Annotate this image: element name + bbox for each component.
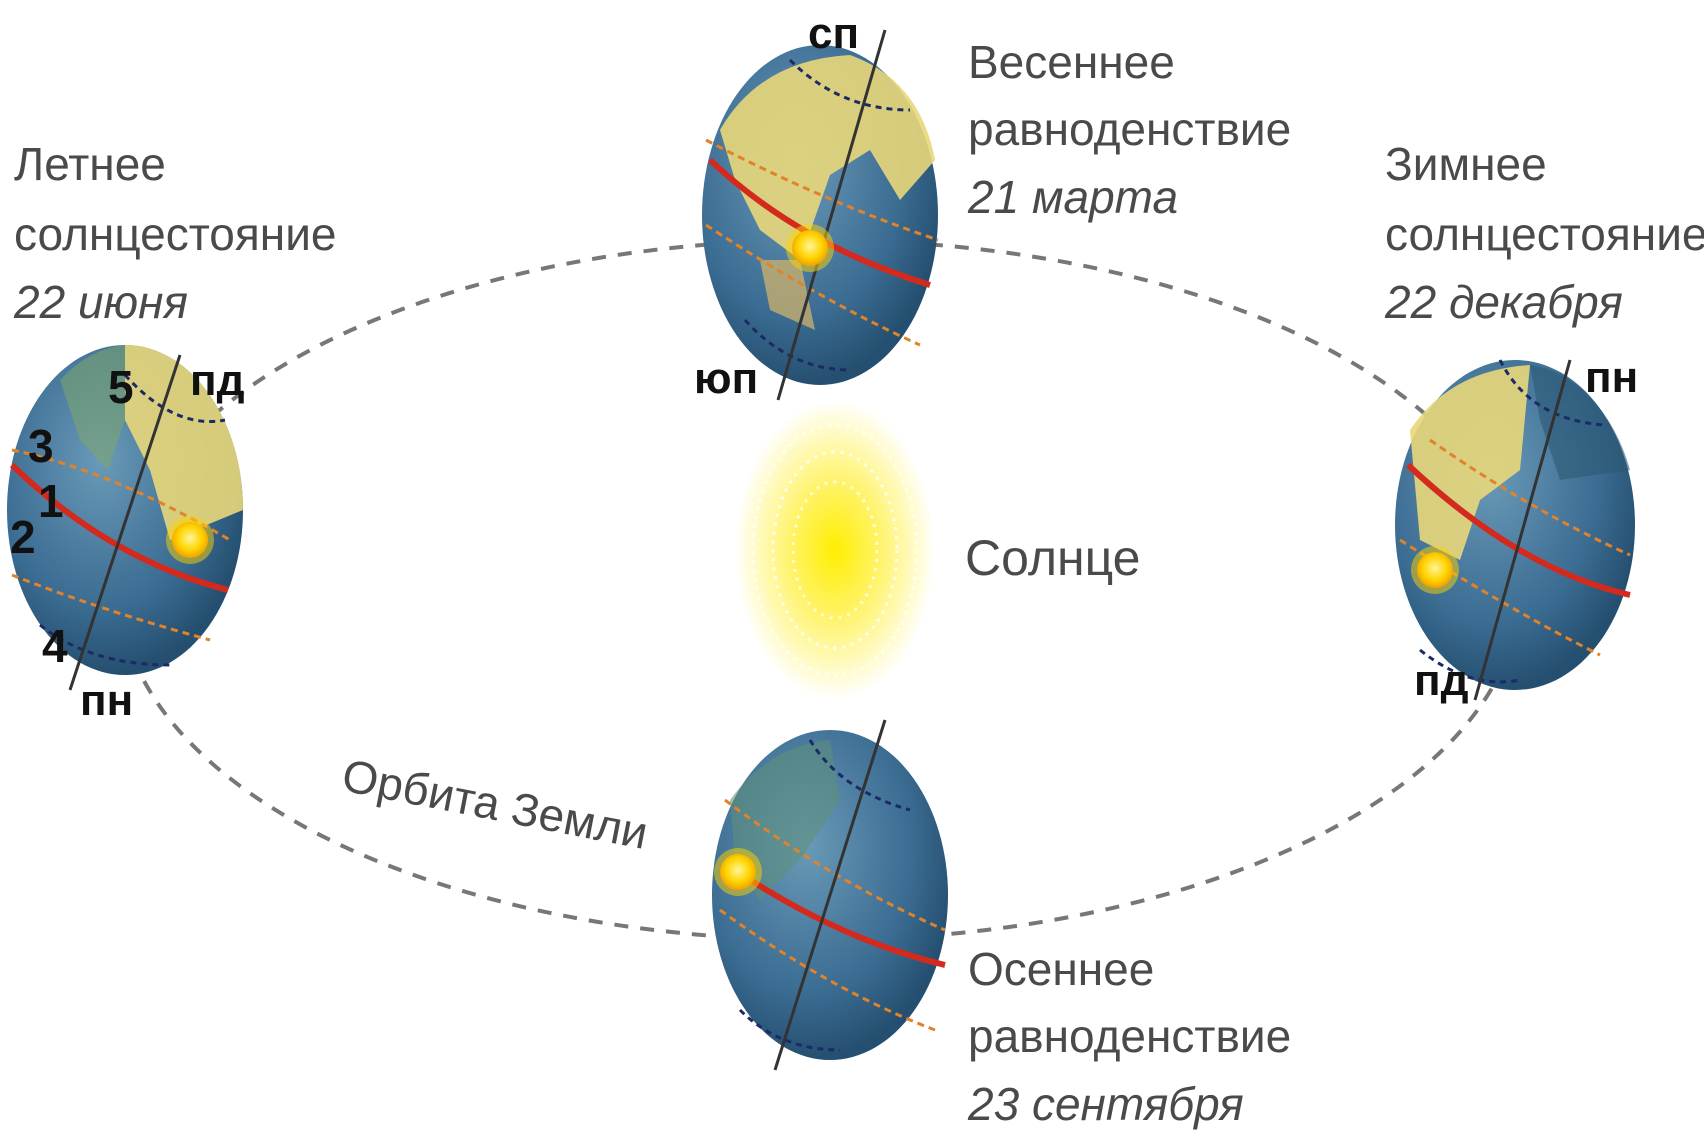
winter-pole-top: пн	[1585, 353, 1638, 402]
summer-number-4: 4	[42, 620, 68, 672]
summer-caption-line1: Летнее	[14, 138, 166, 190]
summer-pole-top: пд	[190, 356, 245, 405]
winter-caption-line1: Зимнее	[1385, 138, 1547, 190]
summer-pole-bottom: пн	[80, 676, 133, 725]
summer-number-2: 2	[10, 511, 36, 563]
central-sun	[735, 400, 935, 700]
autumn-caption-line2: равноденствие	[968, 1010, 1291, 1062]
sun-ray-point-winter	[1411, 546, 1459, 594]
autumn-caption-line1: Осеннее	[968, 943, 1154, 995]
spring-pole-top: сп	[808, 9, 859, 58]
sun-ray-point-spring	[786, 224, 834, 272]
spring-caption-line2: равноденствие	[968, 103, 1291, 155]
sun-label: Солнце	[965, 530, 1141, 586]
winter-caption-date: 22 декабря	[1384, 276, 1623, 328]
sun-ray-point-autumn	[714, 848, 762, 896]
spring-pole-bottom: юп	[694, 354, 758, 403]
autumn-caption-date: 23 сентября	[967, 1078, 1244, 1130]
globe-autumn-equinox	[712, 719, 948, 1071]
globe-summer-solstice	[7, 345, 243, 691]
summer-caption-date: 22 июня	[13, 276, 188, 328]
winter-pole-bottom: пд	[1414, 656, 1469, 705]
globe-spring-equinox	[702, 29, 939, 401]
spring-caption-line1: Весеннее	[968, 36, 1175, 88]
summer-number-5: 5	[108, 361, 134, 413]
summer-caption-line2: солнцестояние	[14, 208, 336, 260]
summer-number-3: 3	[28, 420, 54, 472]
sun-ray-point-summer	[166, 516, 214, 564]
globe-winter-solstice	[1395, 359, 1635, 701]
spring-caption-date: 21 марта	[967, 171, 1178, 223]
winter-caption-line2: солнцестояние	[1385, 208, 1704, 260]
summer-number-1: 1	[38, 475, 64, 527]
orbit-label: Орбита Земли	[338, 749, 652, 859]
